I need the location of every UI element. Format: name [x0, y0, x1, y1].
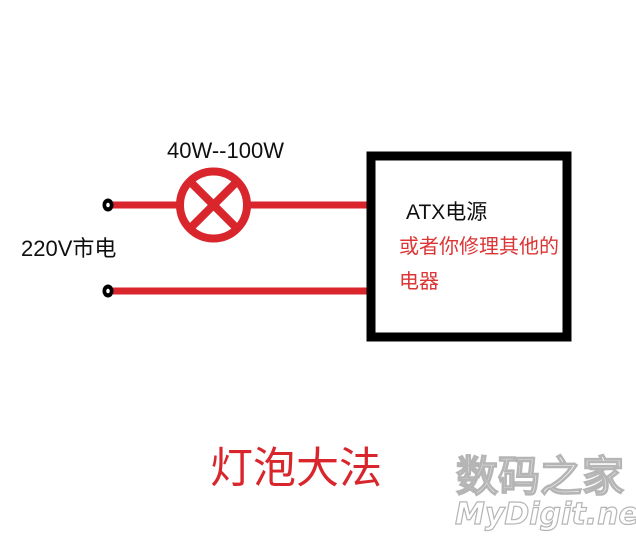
- terminal-top-icon: [102, 198, 114, 212]
- watermark-site-domain: MyDigit.net: [455, 497, 636, 532]
- diagram-caption: 灯泡大法: [210, 445, 382, 493]
- atx-box-note-line2: 电器: [399, 271, 439, 293]
- lamp-circle: [176, 167, 251, 243]
- watermark: 数码之家 MyDigit.net: [454, 452, 636, 532]
- terminal-bottom-icon: [102, 284, 114, 298]
- lamp-cross-stroke-2: [187, 178, 240, 232]
- atx-box: [366, 151, 572, 342]
- watermark-site-name: 数码之家: [456, 453, 624, 500]
- lamp-wattage-label: 40W--100W: [167, 138, 284, 163]
- atx-box-note-line1: 或者你修理其他的: [399, 236, 559, 258]
- atx-box-title: ATX电源: [406, 201, 488, 224]
- lamp-icon: [176, 167, 251, 243]
- mains-voltage-label: 220V市电: [21, 236, 117, 261]
